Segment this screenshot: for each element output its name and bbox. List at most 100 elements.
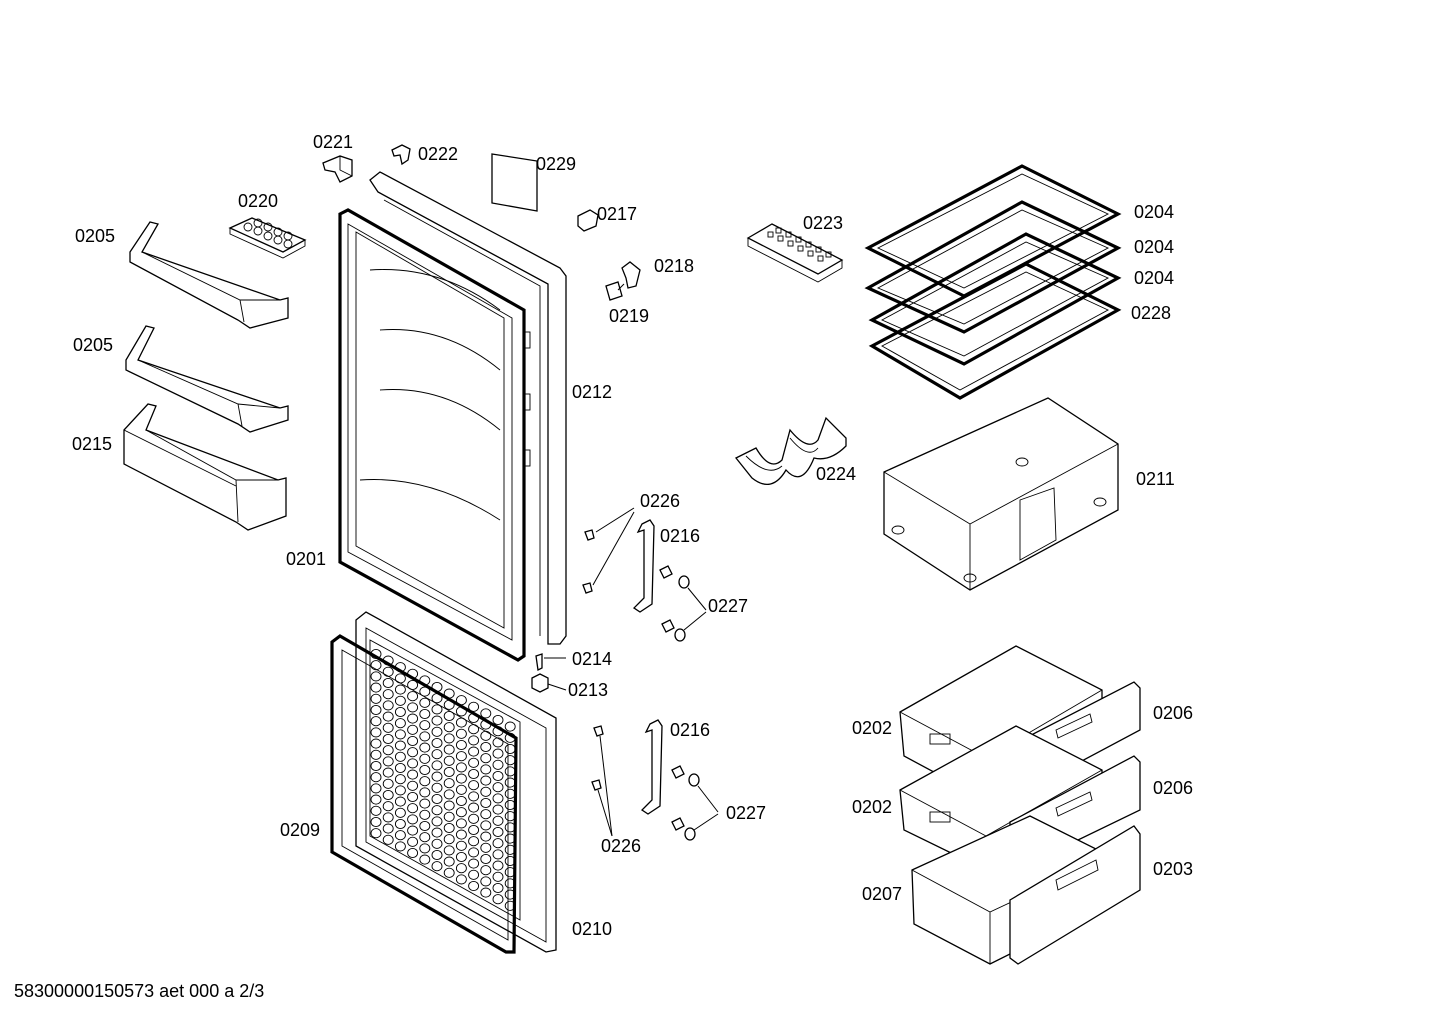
liner-dot <box>394 718 406 729</box>
part-0205-door-bin-upper <box>129 221 289 329</box>
label-0206: 0206 <box>1153 778 1194 798</box>
document-footer-code: 58300000150573 aet 000 a 2/3 <box>14 981 265 1001</box>
liner-dot <box>443 822 455 834</box>
liner-dot <box>419 708 431 720</box>
label-0211: 0211 <box>1136 469 1175 489</box>
liner-dot <box>480 719 492 730</box>
label-0209: 0209 <box>280 820 321 840</box>
liner-dot <box>370 760 382 772</box>
liner-dot <box>504 889 516 900</box>
liner-dot <box>394 762 406 774</box>
liner-dot <box>468 791 480 802</box>
part-0215-door-bin-lower <box>123 403 287 531</box>
liner-dot <box>468 869 480 880</box>
liner-dot <box>394 785 406 796</box>
liner-dot <box>443 766 455 778</box>
liner-dot <box>394 807 406 818</box>
liner-dot <box>419 742 431 753</box>
liner-dot <box>504 822 516 833</box>
label-0222: 0222 <box>418 144 459 164</box>
liner-dot <box>382 823 394 834</box>
liner-dot <box>455 751 467 762</box>
liner-dot <box>480 865 492 876</box>
part-0218-0219-hinge <box>605 261 641 301</box>
liner-dot <box>443 744 455 755</box>
liner-dot <box>382 834 394 845</box>
part-0213-block <box>531 673 567 693</box>
liner-dot <box>455 717 467 728</box>
liner-dot <box>407 668 419 679</box>
liner-dot <box>443 845 455 856</box>
liner-dot <box>492 759 504 770</box>
liner-dot <box>370 772 382 783</box>
liner-dot <box>480 887 492 898</box>
label-0223: 0223 <box>803 213 844 233</box>
label-0216: 0216 <box>660 526 701 546</box>
part-0216-handle-upper <box>632 519 655 613</box>
label-0205: 0205 <box>75 226 116 246</box>
liner-dot <box>382 745 394 756</box>
part-0217-bracket <box>577 209 599 232</box>
liner-dot <box>370 671 382 682</box>
liner-dot <box>407 836 419 847</box>
liner-dot <box>492 894 504 905</box>
liner-dot <box>492 793 504 804</box>
liner-dot <box>504 900 516 911</box>
part-0227-screws-lower <box>671 765 719 841</box>
label-0221: 0221 <box>313 132 354 152</box>
label-0229: 0229 <box>536 154 577 174</box>
liner-dot <box>468 824 480 836</box>
liner-dot <box>504 721 516 732</box>
part-0205-door-bin-middle <box>125 325 289 433</box>
part-0229-label-plate <box>491 153 538 212</box>
liner-dot <box>480 853 492 865</box>
liner-dot <box>407 747 419 758</box>
liner-dot <box>419 820 431 832</box>
liner-dot <box>407 825 419 836</box>
liner-dot <box>455 874 467 885</box>
liner-dot <box>492 737 504 748</box>
liner-dot <box>492 714 504 726</box>
liner-dot <box>370 738 382 749</box>
liner-dot <box>468 735 480 746</box>
liner-dot <box>407 702 419 713</box>
liner-dot <box>443 688 455 699</box>
liner-dot <box>407 691 419 702</box>
liner-dot <box>419 776 431 787</box>
part-0220-egg-tray <box>228 217 307 259</box>
liner-dot <box>492 838 504 849</box>
liner-dot <box>370 749 382 760</box>
liner-dot <box>370 693 382 704</box>
liner-dot <box>468 802 480 813</box>
liner-dot <box>407 803 419 814</box>
liner-dot <box>455 840 467 851</box>
label-0218: 0218 <box>654 256 695 276</box>
liner-dot <box>443 699 455 710</box>
part-0222-clip <box>391 144 411 166</box>
liner-dot <box>419 843 431 854</box>
label-0206: 0206 <box>1153 703 1194 723</box>
liner-dot <box>431 861 443 872</box>
liner-dot <box>492 871 504 882</box>
part-0227-screws-upper <box>659 565 707 642</box>
liner-dot <box>382 767 394 778</box>
label-0228: 0228 <box>1131 303 1172 323</box>
liner-dot <box>492 849 504 860</box>
liner-dot <box>504 811 516 822</box>
liner-dot <box>407 780 419 791</box>
liner-dot <box>407 724 419 735</box>
liner-dot <box>407 791 419 803</box>
liner-dot <box>431 749 443 760</box>
liner-dot <box>407 847 419 859</box>
liner-dot <box>468 847 480 858</box>
label-0201: 0201 <box>286 549 327 569</box>
liner-dot <box>492 826 504 838</box>
part-0228-shelf-4 <box>868 262 1122 400</box>
part-0211-crisper <box>883 397 1119 591</box>
liner-dot <box>455 739 467 751</box>
part-0204-shelf-1 <box>864 164 1122 298</box>
liner-dot <box>455 728 467 739</box>
liner-dot <box>455 863 467 874</box>
liner-dot <box>419 753 431 764</box>
part-0210-freezer-door <box>355 611 557 953</box>
